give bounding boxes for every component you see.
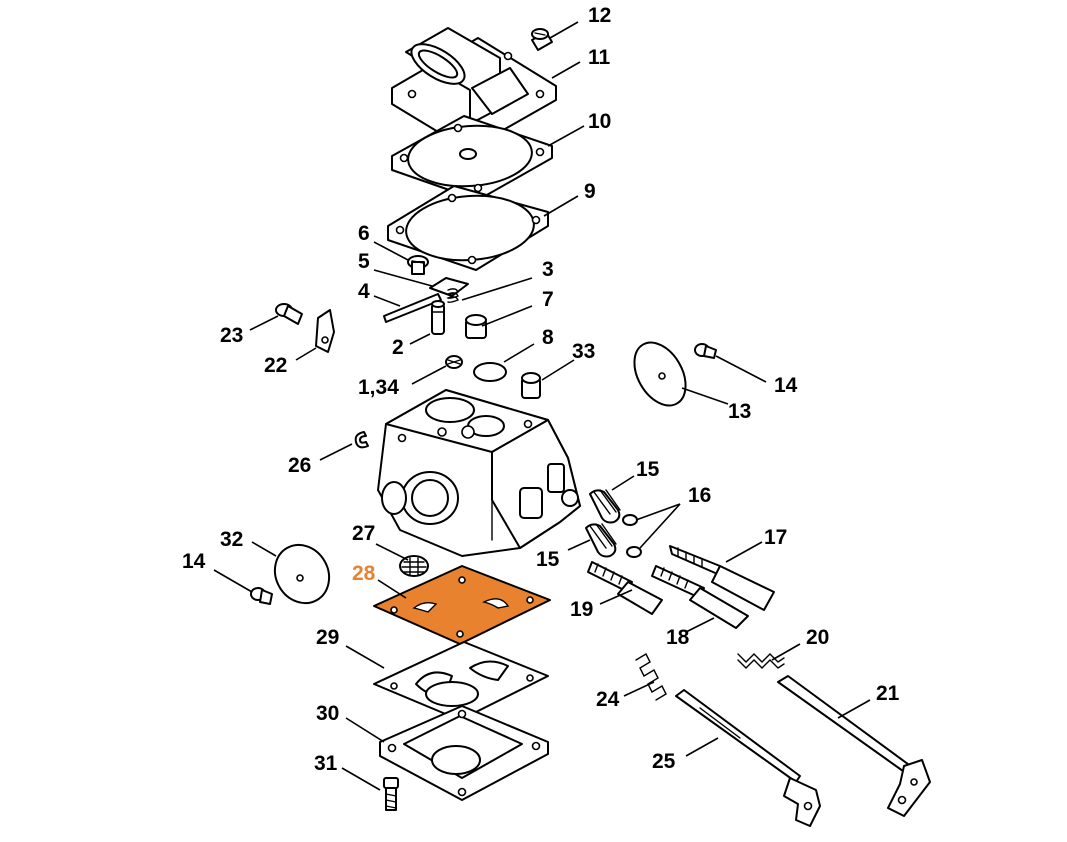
label-5: 5	[358, 250, 370, 273]
label-13: 13	[728, 400, 751, 423]
part-1-34-screen[interactable]	[445, 355, 463, 369]
leader-lines	[213, 21, 871, 791]
label-2: 2	[392, 336, 404, 359]
label-27: 27	[352, 522, 375, 545]
label-17: 17	[764, 526, 787, 549]
part-13-plate[interactable]	[624, 334, 696, 415]
label-9: 9	[584, 180, 596, 203]
part-15-spring-lower[interactable]	[585, 523, 617, 558]
part-19-adjusting-screw[interactable]	[587, 561, 663, 615]
part-4-spindle[interactable]	[383, 293, 442, 323]
label-23: 23	[220, 324, 243, 347]
part-5-lever[interactable]	[429, 277, 469, 297]
part-29-gasket[interactable]	[373, 641, 549, 721]
label-24: 24	[596, 688, 620, 711]
part-3-spring[interactable]	[446, 288, 459, 303]
part-18-adjusting-screw[interactable]	[651, 565, 749, 629]
part-15-spring-upper[interactable]	[589, 489, 621, 524]
part-2-valve[interactable]	[431, 300, 445, 335]
label-16: 16	[688, 484, 711, 507]
label-29: 29	[316, 626, 339, 649]
label-8: 8	[542, 326, 554, 349]
part-30-cover[interactable]	[379, 705, 549, 801]
label-31: 31	[314, 752, 338, 775]
label-4: 4	[358, 280, 370, 303]
part-10-diaphragm[interactable]	[391, 115, 553, 201]
carburetor-body[interactable]	[377, 389, 581, 557]
label-14-upper: 14	[774, 374, 798, 397]
part-6-screw[interactable]	[407, 255, 429, 275]
part-31-screw[interactable]	[383, 777, 399, 811]
part-26-clip[interactable]	[354, 431, 369, 449]
label-32: 32	[220, 528, 243, 551]
label-6: 6	[358, 222, 370, 245]
label-33: 33	[572, 340, 595, 363]
part-21-shaft[interactable]	[777, 675, 931, 817]
part-24-spring[interactable]	[635, 653, 667, 701]
part-14-screw-lower[interactable]	[250, 587, 273, 605]
part-28-gasket-highlighted[interactable]	[373, 565, 551, 645]
label-30: 30	[316, 702, 339, 725]
label-1-34: 1,34	[358, 376, 399, 399]
label-25: 25	[652, 750, 676, 773]
label-3: 3	[542, 258, 554, 281]
part-8-plug[interactable]	[473, 362, 507, 382]
part-17-adjusting-screw[interactable]	[669, 545, 775, 611]
part-20-spring[interactable]	[737, 653, 785, 669]
label-18: 18	[666, 626, 690, 649]
label-19: 19	[570, 598, 593, 621]
label-10: 10	[588, 110, 611, 133]
label-28-highlighted: 28	[352, 562, 376, 585]
label-11: 11	[588, 46, 611, 69]
part-22-bracket[interactable]	[315, 309, 335, 353]
part-14-screw-upper[interactable]	[694, 343, 717, 359]
label-12: 12	[588, 4, 611, 27]
part-23-screw[interactable]	[275, 303, 303, 325]
label-14-lower: 14	[182, 550, 206, 573]
label-20: 20	[806, 626, 829, 649]
part-27-strainer[interactable]	[399, 555, 429, 577]
label-21: 21	[876, 682, 900, 705]
part-32-plate[interactable]	[264, 535, 339, 613]
part-7-needle[interactable]	[465, 314, 487, 339]
label-26: 26	[288, 454, 311, 477]
part-33-sleeve[interactable]	[521, 372, 541, 399]
part-25-shaft[interactable]	[675, 689, 821, 827]
label-7: 7	[542, 288, 554, 311]
part-number-labels: 12 11 10 9 6 5 3 4 7 23 22 2 8 33 1,34 1…	[182, 4, 900, 775]
label-15-upper: 15	[636, 458, 660, 481]
label-15-lower: 15	[536, 548, 560, 571]
part-9-gasket[interactable]	[387, 185, 549, 271]
part-16-o-rings[interactable]	[622, 514, 642, 558]
part-11-intake-cover[interactable]	[391, 27, 557, 151]
label-22: 22	[264, 354, 287, 377]
part-12-screw[interactable]	[531, 28, 553, 51]
